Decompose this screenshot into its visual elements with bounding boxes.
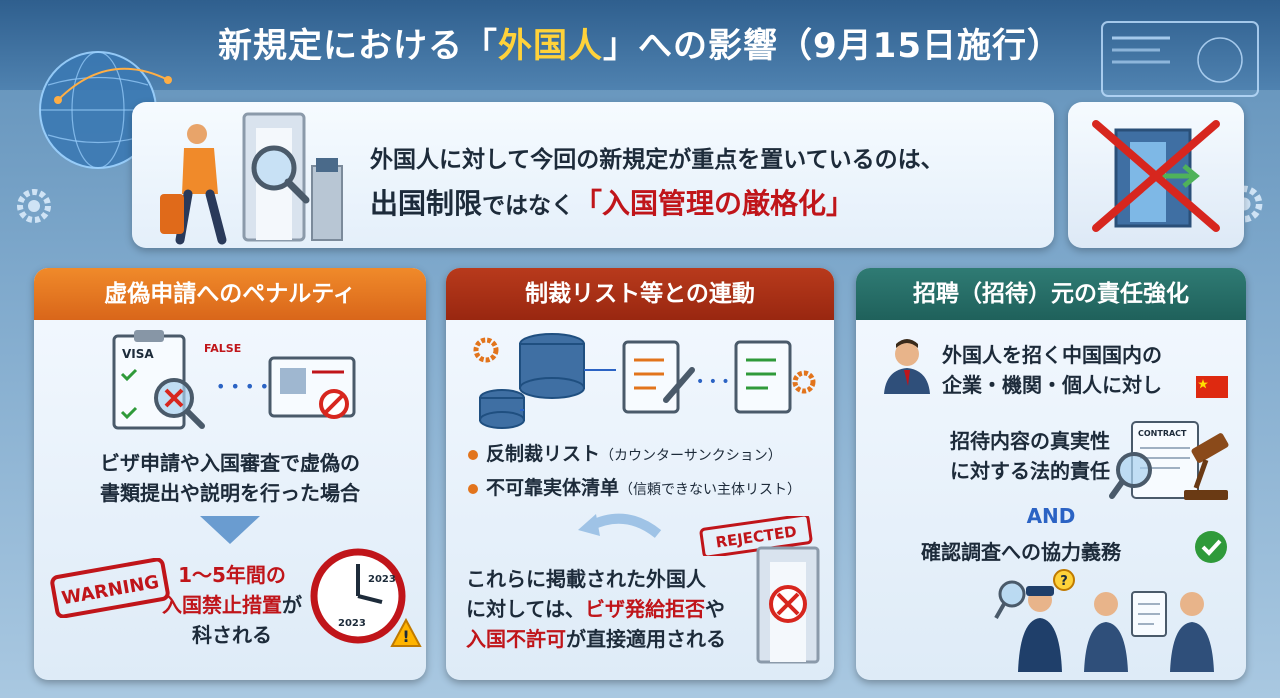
- database-list-icon: • • • •: [473, 333, 816, 429]
- sanction-lists: 反制裁リスト（カウンターサンクション） 不可靠実体清单（信頼できない主体リスト）: [468, 438, 801, 506]
- china-flag-icon: [1196, 376, 1228, 398]
- year-label-bottom: 2023: [338, 618, 366, 629]
- monitor-icon: [1101, 21, 1259, 97]
- panel-sanction-list-linkage: 制裁リスト等との連動 • • • • 反制裁リスト（カウンターサンクション） 不…: [446, 268, 834, 680]
- sanction-result: これらに掲載された外国人 に対しては、ビザ発給拒否や 入国不許可が直接適用される: [466, 567, 726, 651]
- investigation-duty: 確認調査への協力義務: [921, 540, 1121, 564]
- businessman-icon: [884, 339, 930, 394]
- notice-line-2: 出国制限ではなく「入国管理の厳格化」: [370, 187, 855, 220]
- clock-warning-icon: 2023 2023 !: [310, 548, 422, 647]
- penalty-condition: ビザ申請や入国審査で虚偽の 書類提出や説明を行った場合: [100, 451, 360, 505]
- bullet-counter-sanction-list: 反制裁リスト（カウンターサンクション）: [468, 438, 801, 472]
- notice-line-1: 外国人に対して今回の新規定が重点を置いているのは、: [370, 147, 944, 173]
- svg-text:• • • •: • • • •: [696, 374, 742, 390]
- svg-text:• • • •: • • • •: [216, 377, 269, 396]
- panel-title: 招聘（招待）元の責任強化: [856, 268, 1246, 320]
- visa-check-icon: VISA FALSE • • • •: [112, 330, 356, 430]
- warning-stamp-icon: WARNING: [50, 558, 170, 618]
- officers-meeting-icon: ?: [994, 569, 1214, 672]
- panel-false-application-penalty: 虚偽申請へのペナルティ VISA FALSE • • • • ビザ申請や入国審査…: [34, 268, 426, 680]
- contract-gavel-icon: CONTRACT: [1109, 421, 1229, 500]
- curved-arrow-icon: [578, 513, 662, 538]
- header-band: [0, 0, 1280, 90]
- visa-label: VISA: [122, 347, 154, 361]
- and-label: AND: [1026, 504, 1076, 528]
- penalty-result: 1〜5年間の 入国禁止措置が 科される: [162, 563, 302, 647]
- year-label-top: 2023: [368, 574, 396, 585]
- bullet-unreliable-entity-list: 不可靠実体清单（信頼できない主体リスト）: [468, 472, 801, 506]
- svg-text:!: !: [402, 627, 409, 646]
- gear-icon: [17, 189, 51, 223]
- page-title: 新規定における「外国人」への影響（9月15日施行）: [218, 26, 1062, 66]
- panel-title: 虚偽申請へのペナルティ: [34, 268, 426, 320]
- panel-title: 制裁リスト等との連動: [446, 268, 834, 320]
- legal-responsibility: 招待内容の真実性 に対する法的責任: [950, 429, 1110, 483]
- arrow-down-icon: [200, 516, 260, 544]
- gate-blocked-icon: [756, 546, 820, 664]
- exit-door-crossed-icon: [1092, 120, 1220, 232]
- inviter-target: 外国人を招く中国国内の 企業・機関・個人に対し: [942, 343, 1162, 397]
- title-highlight: 外国人: [498, 26, 603, 66]
- contract-label: CONTRACT: [1138, 429, 1187, 438]
- check-icon: [1195, 531, 1227, 563]
- exit-restriction-card: [1068, 102, 1244, 248]
- traveler-security-gate-icon: [160, 112, 343, 245]
- notice-card: 外国人に対して今回の新規定が重点を置いているのは、 出国制限ではなく「入国管理の…: [132, 102, 1054, 248]
- false-label: FALSE: [204, 342, 241, 355]
- svg-text:?: ?: [1060, 574, 1068, 589]
- panel-inviter-responsibility: 招聘（招待）元の責任強化 外国人を招く中国国内の 企業・機関・個人に対し 招待内…: [856, 268, 1246, 680]
